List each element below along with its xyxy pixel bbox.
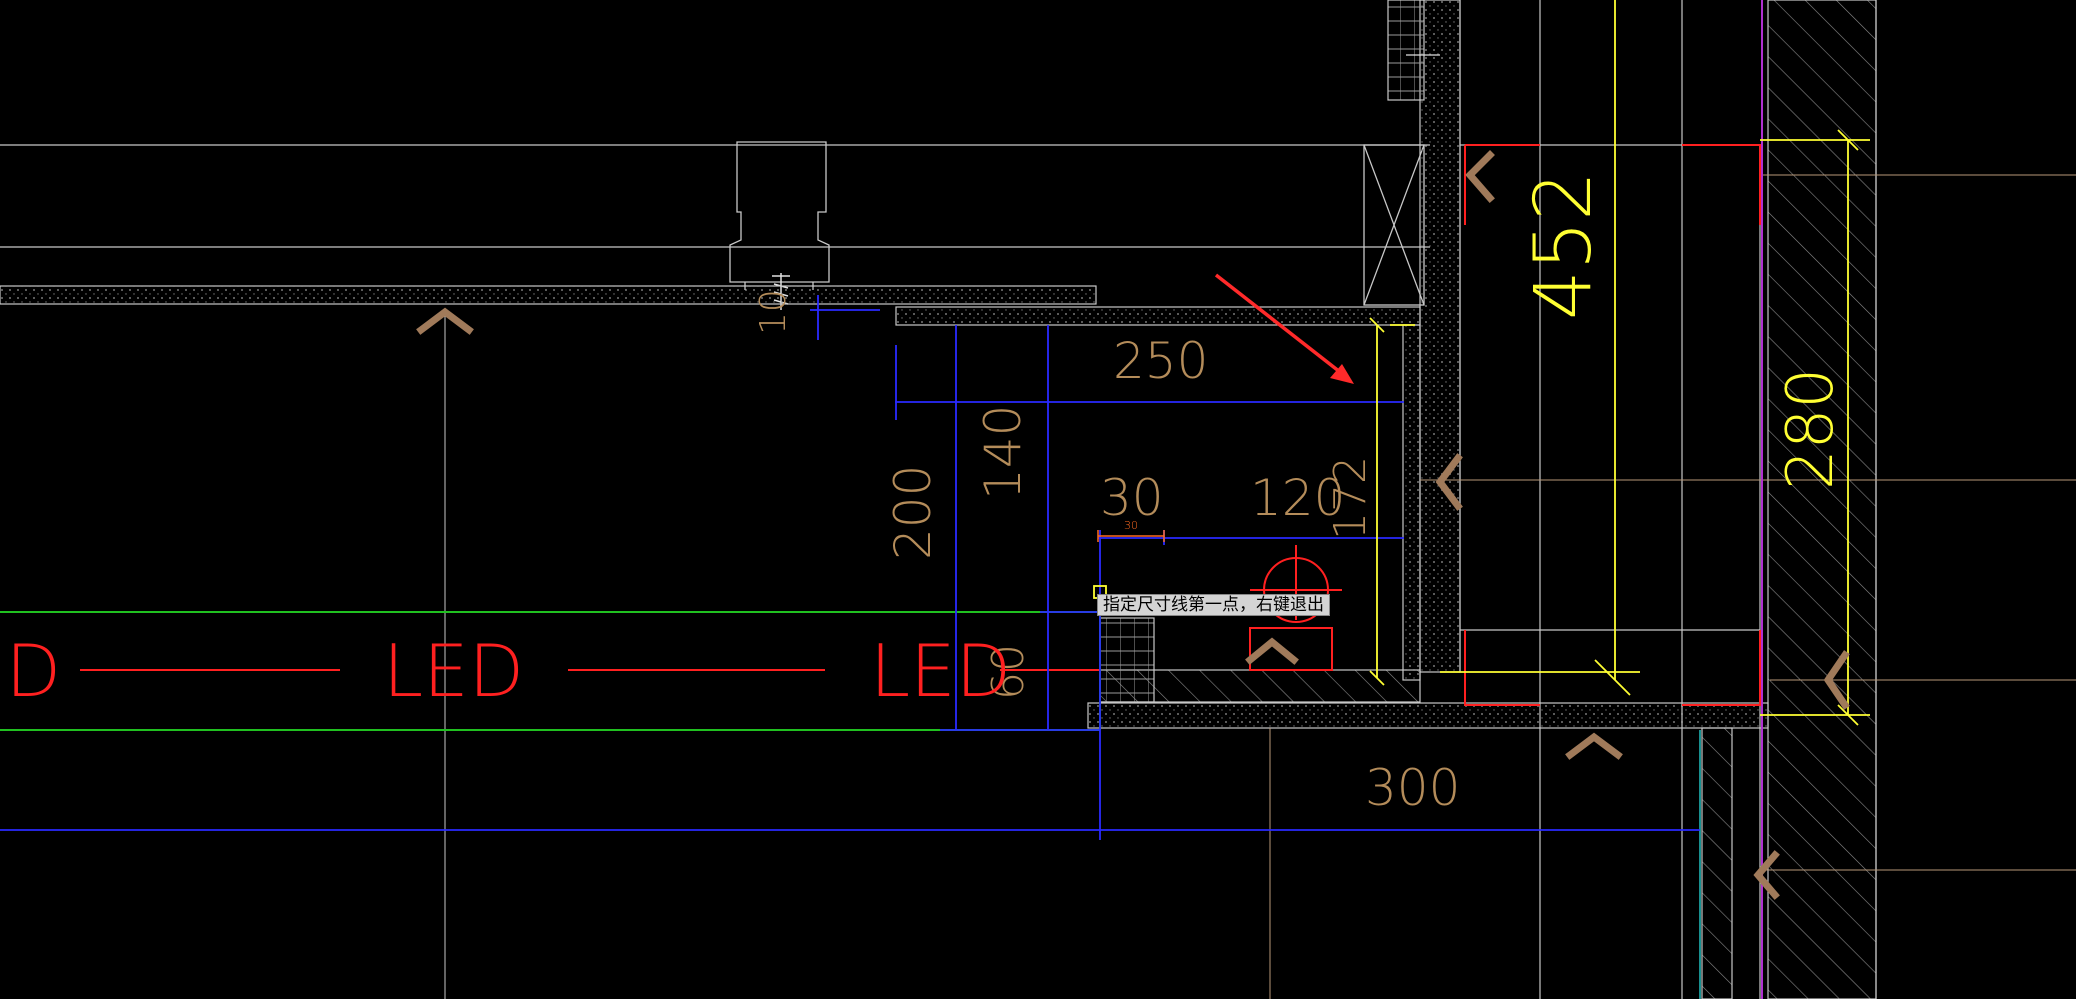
ceiling-structure <box>0 141 1430 306</box>
led-label-right: LED <box>870 629 1011 713</box>
gypsum-board-layers <box>0 0 1769 729</box>
up-chevron-icon <box>1565 732 1623 760</box>
left-chevron-icon <box>1465 150 1495 203</box>
left-chevron-icon <box>1823 650 1850 710</box>
led-strip <box>0 611 1101 731</box>
left-chevron-icon <box>1753 850 1780 900</box>
reference-lines <box>444 174 2076 999</box>
dim-text-300: 300 <box>1365 759 1460 817</box>
dim-text-30: 30 <box>1100 469 1164 527</box>
dim-text-200: 200 <box>884 465 942 560</box>
lamp-fixture-icon <box>1249 545 1342 671</box>
up-chevron-icon <box>416 307 474 335</box>
annotation-arrow-icon <box>1214 273 1354 384</box>
left-chevron-icon <box>1435 453 1463 511</box>
section-markers <box>416 150 1850 900</box>
right-wall <box>1387 0 1877 999</box>
lightbox-base <box>1099 617 1421 703</box>
dim-text-280: 280 <box>1774 368 1848 490</box>
up-chevron-icon <box>1245 637 1299 665</box>
dim-text-30-small: 30 <box>1124 519 1138 532</box>
dim-text-120: 120 <box>1250 469 1345 527</box>
blue-dimensions <box>0 295 1700 840</box>
led-label-mid: LED <box>383 629 524 713</box>
command-prompt-tooltip: 指定尺寸线第一点，右键退出 <box>1097 594 1330 616</box>
dim-30-small <box>1097 530 1165 542</box>
yellow-dimensions <box>1369 0 1870 726</box>
dim-text-250: 250 <box>1113 332 1208 390</box>
red-frames <box>1464 144 1761 706</box>
dim-text-172: 172 <box>1325 456 1376 540</box>
dim-text-10: 10 <box>753 289 794 335</box>
dim-text-60: 60 <box>983 644 1034 700</box>
led-label-left: LED <box>0 629 61 713</box>
dim-text-140: 140 <box>974 405 1032 500</box>
dim-text-452: 452 <box>1519 171 1609 320</box>
